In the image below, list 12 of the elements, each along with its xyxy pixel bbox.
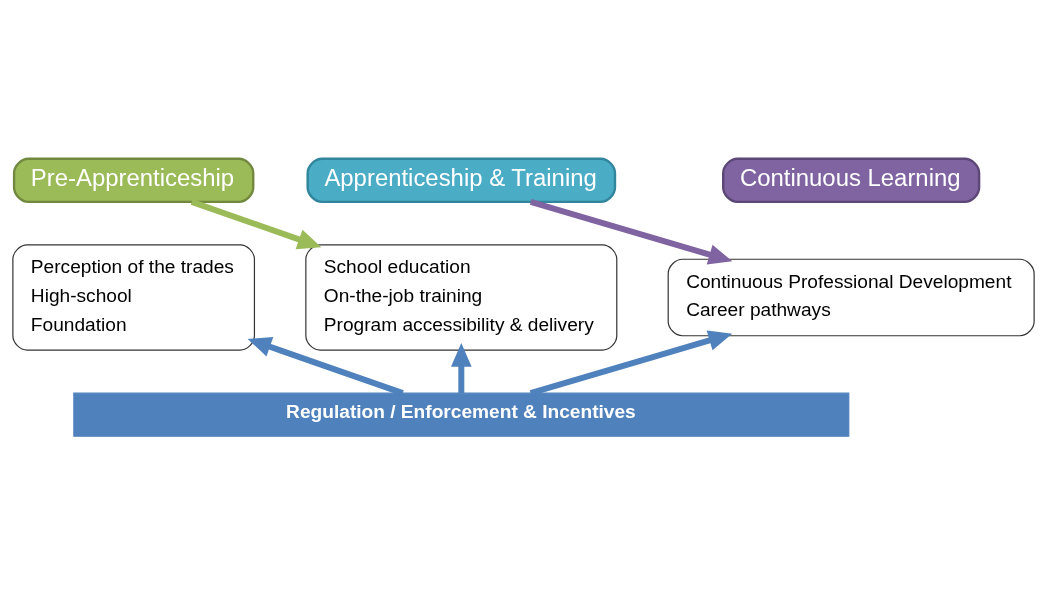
arrow — [529, 198, 733, 265]
node-box: Regulation / Enforcement & Incentives — [73, 392, 850, 437]
arrow — [451, 342, 472, 393]
node-box: Perception of the trades High-school Foundation — [12, 243, 256, 351]
node-box: Pre-Apprenticeship — [12, 157, 255, 203]
arrow — [247, 336, 404, 396]
arrow — [529, 329, 733, 396]
arrow — [190, 198, 322, 249]
node-box: Continuous Learning — [722, 157, 981, 203]
node-box: School education On-the-job training Program accessibility & delivery — [305, 243, 618, 351]
node-box: Apprenticeship & Training — [306, 157, 617, 203]
node-box: Continuous Professional Development Career pathways — [667, 258, 1035, 336]
